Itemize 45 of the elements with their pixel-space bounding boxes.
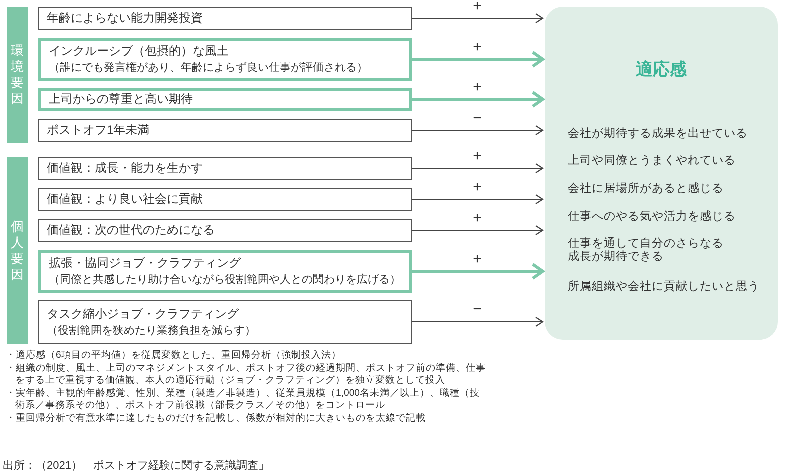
category-band: 個人要因 [7, 157, 28, 344]
note-text: ・適応感（6項目の平均値）を従属変数とした、重回帰分析（強制投入法） [6, 350, 342, 362]
item-text: 仕事へのやる気や活力を感じる [568, 211, 736, 224]
factor-box [38, 38, 412, 81]
outcome-panel [545, 7, 778, 340]
item-text: 上司や同僚とうまくやれている [568, 155, 736, 168]
item-text: 仕事を通して自分のさらなる成長が期待できる [568, 238, 725, 264]
arrow [412, 91, 544, 108]
factor-note: （誰にでも発言権があり、年齢によらず良い仕事が評価される） [49, 60, 369, 76]
arrow [412, 163, 544, 174]
factor-label: 上司からの尊重と高い期待 [49, 91, 194, 108]
arrow [412, 225, 544, 236]
note-text: ・組織の制度、風土、上司のマネジメントスタイル、ポストオフ後の経過期間、ポストオフ前の準備、仕事をする上で重視する価値観、本人の適応行動（ジョブ・クラフティング）を独立変数として投入 [6, 362, 487, 388]
note-text: ・実年齢、主観的年齢感覚、性別、業種（製造／非製造）、従業員規模（1,000名未満／以上）、職種（技術系／事務系その他）、ポストオフ前役職（部長クラス／その他）をコントロール [6, 388, 482, 412]
factor-label: タスク縮小ジョブ・クラフティング [47, 306, 240, 322]
factor-label: 価値観：より良い社会に貢献 [47, 191, 204, 208]
panel-title: 適応感 [635, 59, 688, 81]
factor-box [38, 188, 412, 211]
factor-box [38, 157, 412, 180]
arrow [412, 194, 544, 205]
factor-label: 拡張・協同ジョブ・クラフティング [49, 255, 242, 272]
factor-box [38, 7, 412, 30]
item-text: 所属組織や会社に貢献したいと思う [568, 281, 760, 294]
factor-label: 年齢によらない能力開発投資 [47, 10, 204, 27]
factor-box [38, 300, 412, 344]
factor-label: 価値観：次の世代のためになる [47, 222, 216, 239]
factor-note: （役割範囲を狭めたり業務負担を減らす） [47, 324, 257, 338]
factor-box [38, 250, 412, 293]
factor-box [38, 119, 412, 142]
arrow [412, 51, 544, 68]
factor-note: （同僚と共感したり助け合いながら役割範囲や人との関わりを広げる） [49, 272, 402, 288]
factor-label: 価値観：成長・能力を生かす [47, 160, 204, 177]
factor-box [38, 88, 412, 111]
factor-label: インクルーシブ（包摂的）な風土 [49, 43, 230, 60]
factor-box [38, 219, 412, 242]
factor-label: ポストオフ1年未満 [47, 122, 151, 139]
arrow [412, 316, 544, 328]
arrow [412, 125, 544, 136]
source-text: 出所：（2021）「ポストオフ経験に関する意識調査」 [3, 459, 270, 473]
arrow [412, 263, 544, 280]
item-text: 会社が期待する成果を出せている [568, 128, 748, 141]
arrow [412, 13, 544, 24]
note-text: ・重回帰分析で有意水準に達したものだけを記載し、係数が相対的に大きいものを太線で記載 [6, 412, 427, 425]
category-band: 環境要因 [7, 7, 28, 143]
item-text: 会社に居場所があると感じる [568, 183, 724, 196]
